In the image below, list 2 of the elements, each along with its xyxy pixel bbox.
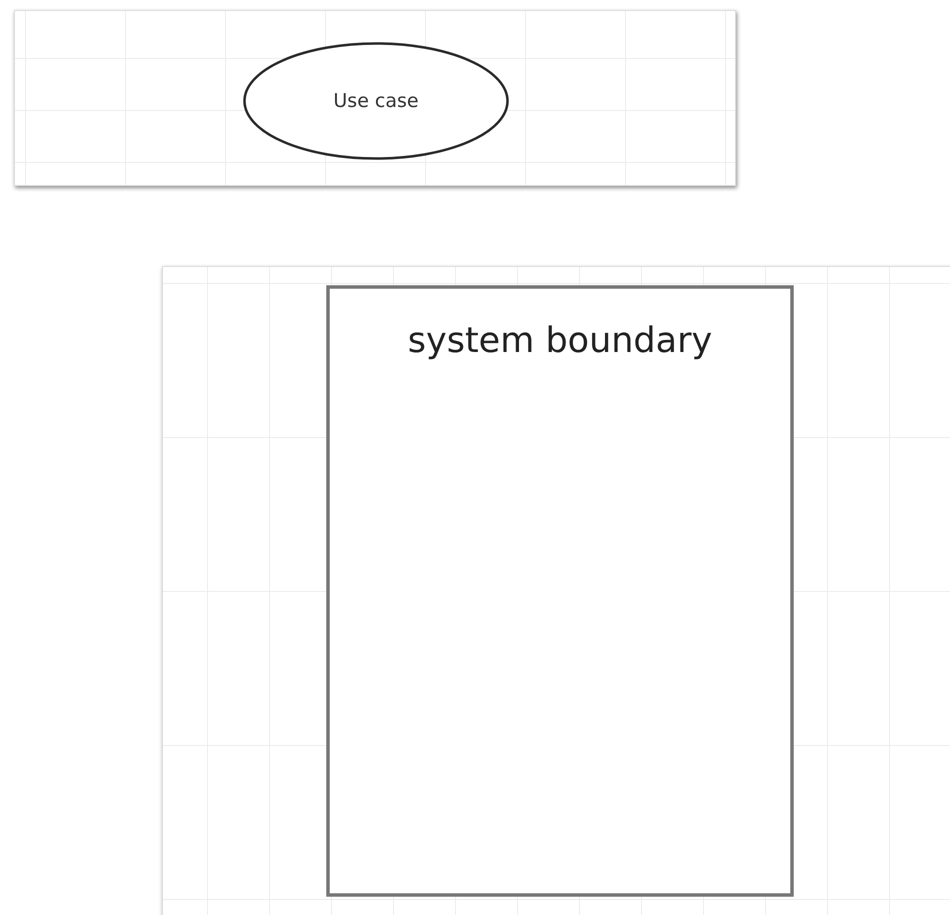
boundary-title: system boundary [408,321,712,361]
use-case-label: Use case [333,90,419,112]
